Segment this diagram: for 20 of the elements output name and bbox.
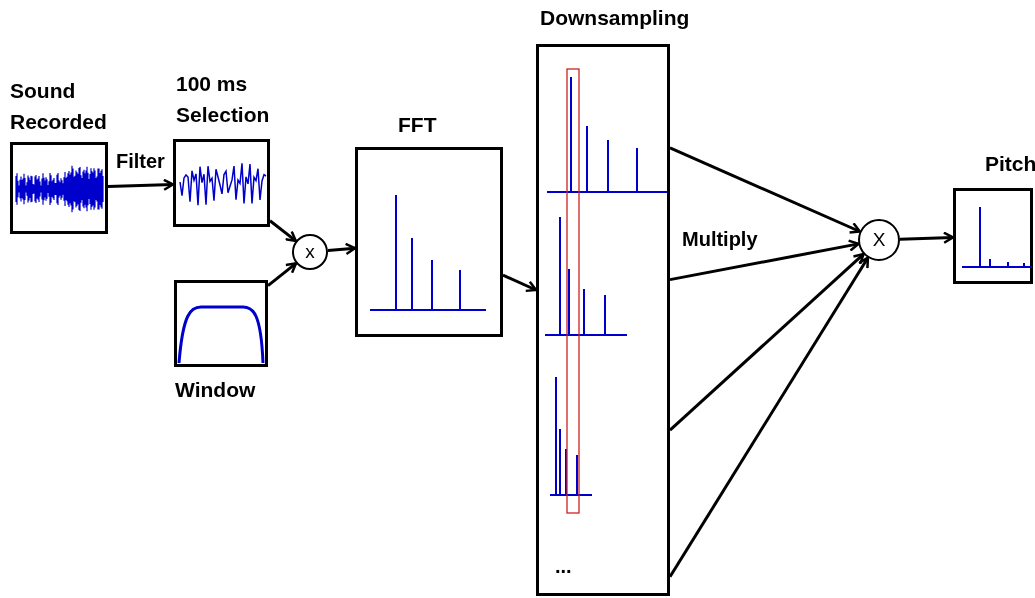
arrow <box>107 178 175 191</box>
multiplier-circle: X <box>858 219 900 261</box>
multiplier-circle: x <box>292 234 328 270</box>
arrow <box>269 219 298 243</box>
node-title: FFT <box>398 112 438 138</box>
arrow <box>669 239 860 282</box>
arrow <box>267 262 298 287</box>
edge-label: Multiply <box>682 228 758 251</box>
arrow <box>502 273 538 293</box>
node-title: Window <box>175 377 257 403</box>
node-title: 100 ms Selection <box>176 71 271 128</box>
arrow <box>669 252 865 432</box>
node-title: Downsampling <box>540 5 691 31</box>
arrow <box>668 256 870 578</box>
arrow <box>669 146 862 234</box>
node-title: Sound Recorded <box>10 78 108 135</box>
ellipsis-text: ... <box>555 555 572 578</box>
arrow <box>327 242 357 256</box>
node-title: Pitch <box>985 151 1035 177</box>
arrow <box>899 231 955 244</box>
